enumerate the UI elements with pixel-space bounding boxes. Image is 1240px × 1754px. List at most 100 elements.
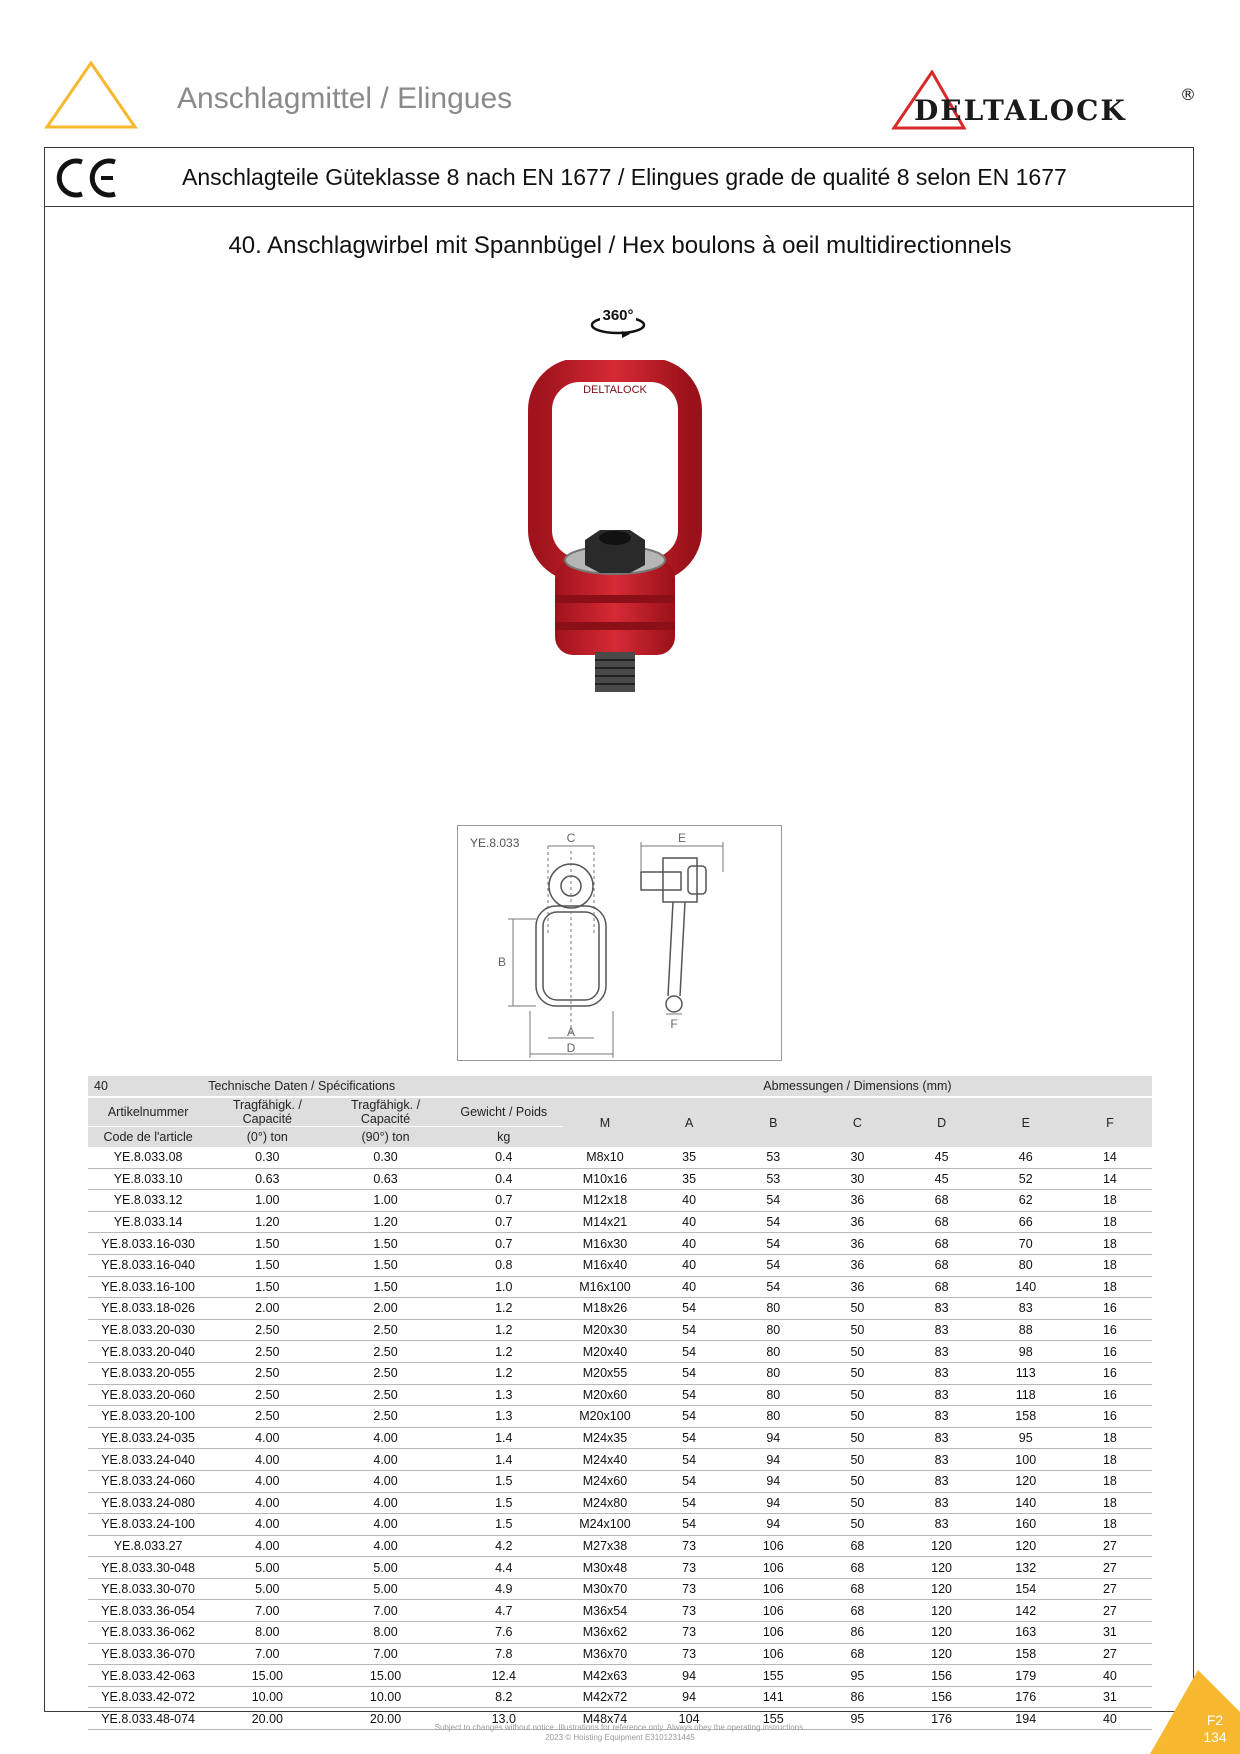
cell-capacity-0: 20.00 <box>208 1707 327 1731</box>
cell-b: 94 <box>731 1448 816 1471</box>
cell-b: 106 <box>731 1578 816 1601</box>
cell-f: 16 <box>1067 1297 1152 1320</box>
cell-m: M24x35 <box>562 1427 648 1450</box>
cell-article: YE.8.033.42-072 <box>88 1686 209 1709</box>
col-f: F <box>1067 1097 1152 1147</box>
page-corner-tab <box>1150 1670 1240 1754</box>
cell-capacity-0: 0.63 <box>208 1168 327 1191</box>
cell-e: 98 <box>983 1340 1068 1363</box>
cell-weight: 7.6 <box>444 1621 563 1644</box>
cell-b: 80 <box>731 1319 816 1342</box>
cell-m: M30x70 <box>562 1578 648 1601</box>
cell-weight: 1.5 <box>444 1513 563 1536</box>
drawing-code: YE.8.033 <box>470 836 520 850</box>
cell-capacity-90: 2.00 <box>326 1297 445 1320</box>
cell-f: 14 <box>1067 1147 1152 1169</box>
cell-weight: 1.3 <box>444 1384 563 1407</box>
cell-b: 54 <box>731 1232 816 1255</box>
cell-a: 54 <box>647 1427 732 1450</box>
dim-label-a: A <box>567 1025 575 1039</box>
cell-capacity-90: 10.00 <box>326 1686 445 1709</box>
cell-e: 95 <box>983 1427 1068 1450</box>
cell-m: M42x72 <box>562 1686 648 1709</box>
cell-f: 18 <box>1067 1189 1152 1212</box>
cell-b: 155 <box>731 1707 816 1731</box>
cell-b: 80 <box>731 1405 816 1428</box>
cell-weight: 12.4 <box>444 1664 563 1687</box>
cell-c: 36 <box>815 1276 900 1299</box>
cell-a: 35 <box>647 1147 732 1169</box>
cell-a: 54 <box>647 1297 732 1320</box>
cell-m: M20x55 <box>562 1362 648 1385</box>
cell-weight: 0.4 <box>444 1147 563 1169</box>
cell-article: YE.8.033.10 <box>88 1168 209 1191</box>
cell-c: 86 <box>815 1686 900 1709</box>
cell-a: 54 <box>647 1405 732 1428</box>
cell-article: YE.8.033.48-074 <box>88 1707 209 1731</box>
cell-f: 18 <box>1067 1448 1152 1471</box>
cell-capacity-90: 1.50 <box>326 1254 445 1277</box>
cell-f: 18 <box>1067 1211 1152 1234</box>
cell-article: YE.8.033.36-062 <box>88 1621 209 1644</box>
cell-b: 54 <box>731 1276 816 1299</box>
col-b: B <box>731 1097 816 1147</box>
cell-c: 86 <box>815 1621 900 1644</box>
cell-b: 54 <box>731 1254 816 1277</box>
dimensions-header: Abmessungen / Dimensions (mm) <box>562 1076 1152 1098</box>
footer-note-line2: 2023 © Hoisting Equipment E3101231445 <box>545 1733 695 1742</box>
cell-capacity-0: 8.00 <box>208 1621 327 1644</box>
cell-article: YE.8.033.20-060 <box>88 1384 209 1407</box>
cell-article: YE.8.033.16-100 <box>88 1276 209 1299</box>
cell-capacity-90: 1.50 <box>326 1232 445 1255</box>
cell-d: 120 <box>899 1578 984 1601</box>
cell-weight: 1.2 <box>444 1319 563 1342</box>
cell-capacity-90: 4.00 <box>326 1427 445 1450</box>
cell-a: 73 <box>647 1578 732 1601</box>
cell-capacity-90: 1.50 <box>326 1276 445 1299</box>
cell-weight: 0.4 <box>444 1168 563 1191</box>
cell-capacity-90: 4.00 <box>326 1470 445 1493</box>
cell-a: 54 <box>647 1513 732 1536</box>
cell-capacity-0: 7.00 <box>208 1643 327 1666</box>
cell-d: 45 <box>899 1168 984 1191</box>
cell-e: 113 <box>983 1362 1068 1385</box>
cell-a: 73 <box>647 1556 732 1579</box>
cell-c: 50 <box>815 1319 900 1342</box>
cell-weight: 13.0 <box>444 1707 563 1731</box>
cell-b: 94 <box>731 1470 816 1493</box>
cell-d: 120 <box>899 1643 984 1666</box>
cell-capacity-0: 2.50 <box>208 1362 327 1385</box>
cell-capacity-0: 1.50 <box>208 1254 327 1277</box>
cell-e: 62 <box>983 1189 1068 1212</box>
cell-capacity-90: 2.50 <box>326 1340 445 1363</box>
page-number: 134 <box>1203 1729 1227 1745</box>
cell-e: 158 <box>983 1643 1068 1666</box>
cell-e: 120 <box>983 1470 1068 1493</box>
cell-capacity-90: 8.00 <box>326 1621 445 1644</box>
cell-a: 94 <box>647 1686 732 1709</box>
cell-f: 18 <box>1067 1276 1152 1299</box>
cell-weight: 1.5 <box>444 1470 563 1493</box>
cell-capacity-0: 7.00 <box>208 1599 327 1623</box>
cell-d: 45 <box>899 1147 984 1169</box>
cell-a: 73 <box>647 1599 732 1623</box>
cell-c: 50 <box>815 1384 900 1407</box>
cell-c: 68 <box>815 1599 900 1623</box>
cell-d: 120 <box>899 1599 984 1623</box>
cell-capacity-90: 2.50 <box>326 1362 445 1385</box>
cell-a: 54 <box>647 1340 732 1363</box>
cell-f: 18 <box>1067 1492 1152 1515</box>
footer-note-line1: Subject to changes without notice. Illus… <box>434 1723 806 1732</box>
cell-d: 68 <box>899 1232 984 1255</box>
